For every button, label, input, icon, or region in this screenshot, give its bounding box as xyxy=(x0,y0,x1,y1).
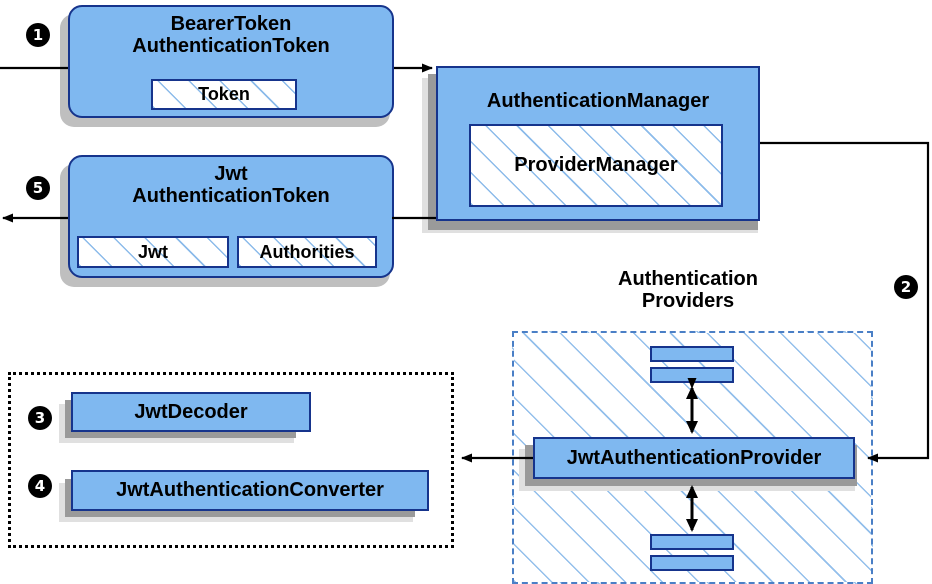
step-badge-2: 2 xyxy=(894,275,918,299)
jwt-authentication-provider-label: JwtAuthenticationProvider xyxy=(566,446,822,469)
provider-manager-inner-label: ProviderManager xyxy=(514,154,678,177)
jwt-token-node-label: Jwt AuthenticationToken xyxy=(132,163,330,208)
step-badge-4: 4 xyxy=(28,474,52,498)
jwt-inner-box: Jwt xyxy=(77,236,229,268)
jwt-authentication-converter-node[interactable]: JwtAuthenticationConverter xyxy=(71,470,429,511)
bearer-token-authentication-token-node[interactable]: BearerToken AuthenticationToken xyxy=(68,5,394,118)
jwt-decoder-node[interactable]: JwtDecoder xyxy=(71,392,311,432)
jwt-authentication-converter-label: JwtAuthenticationConverter xyxy=(116,479,384,502)
provider-manager-inner-box: ProviderManager xyxy=(469,124,723,207)
bearer-token-node-label: BearerToken AuthenticationToken xyxy=(132,13,330,58)
jwt-inner-label: Jwt xyxy=(137,241,168,262)
jwt-decoder-label: JwtDecoder xyxy=(134,400,248,423)
provider-bar-top-1 xyxy=(650,346,734,362)
provider-bar-bottom-2 xyxy=(650,555,734,571)
jwt-authentication-provider-node[interactable]: JwtAuthenticationProvider xyxy=(533,437,855,479)
step-badge-5: 5 xyxy=(26,176,50,200)
provider-bar-bottom-1 xyxy=(650,534,734,550)
authentication-providers-caption: Authentication Providers xyxy=(618,268,758,313)
step-badge-3: 3 xyxy=(28,406,52,430)
provider-bar-top-2 xyxy=(650,367,734,383)
token-inner-box: Token xyxy=(151,79,297,110)
step-badge-1: 1 xyxy=(26,23,50,47)
authorities-inner-label: Authorities xyxy=(259,241,355,262)
jwt-support-components-region xyxy=(8,372,454,548)
authentication-manager-node-label: AuthenticationManager xyxy=(486,90,710,112)
authorities-inner-box: Authorities xyxy=(237,236,377,268)
token-inner-label: Token xyxy=(198,84,250,105)
